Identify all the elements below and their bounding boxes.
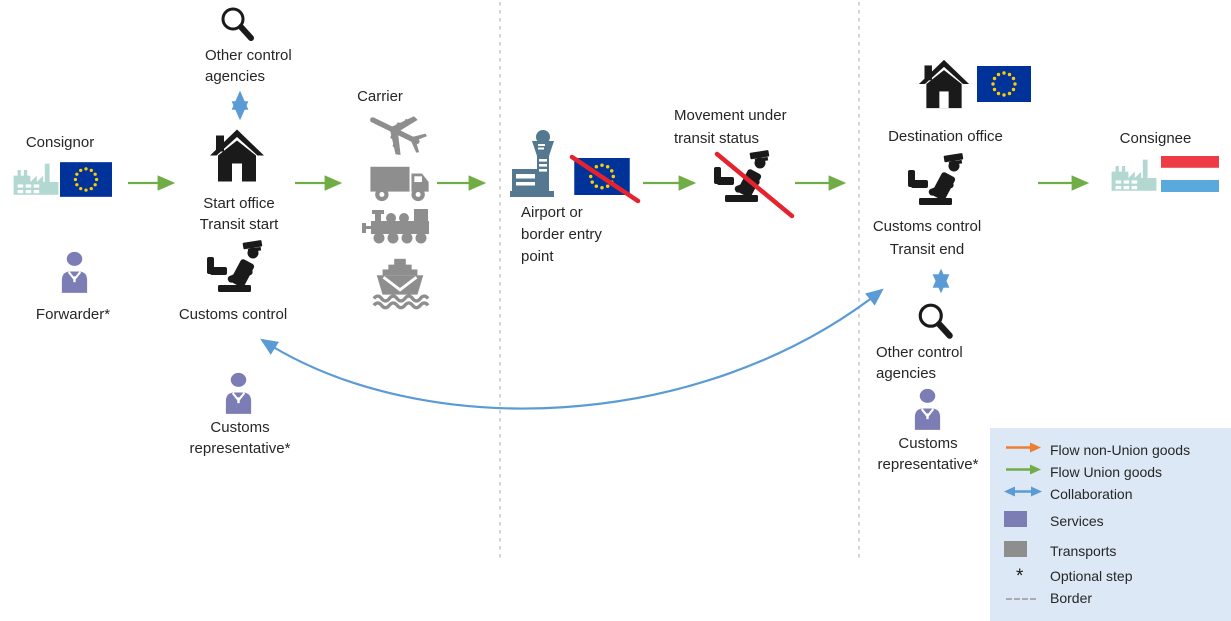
legend-label: Services xyxy=(1050,513,1104,529)
customs-representative-end-label: Customs representative* xyxy=(877,435,979,473)
customs-officer-icon xyxy=(906,153,970,207)
legend-label: Border xyxy=(1050,590,1093,606)
legend-label: Optional step xyxy=(1050,568,1133,584)
collaboration-curve-arrow xyxy=(260,288,884,410)
asterisk-symbol: * xyxy=(1016,566,1024,587)
eu-flag-icon xyxy=(977,66,1031,102)
consignor-factory-icon xyxy=(12,158,60,198)
forwarder-label: Forwarder* xyxy=(35,306,111,323)
legend-label: Collaboration xyxy=(1050,486,1133,502)
destination-office-label: Destination office xyxy=(888,128,1003,145)
movement-label: Movement under transit status xyxy=(674,107,787,147)
legend-label: Transports xyxy=(1050,543,1117,559)
customs-representative-person-icon xyxy=(222,371,255,414)
magnifier-icon xyxy=(218,5,258,45)
start-office-line2: Transit start xyxy=(199,216,279,233)
consignee-label: Consignee xyxy=(1119,130,1192,147)
customs-representative-person-icon xyxy=(911,387,944,430)
luxembourg-flag-icon xyxy=(1161,156,1219,192)
collaboration-arrow-icon xyxy=(1004,486,1042,497)
control-tower-icon xyxy=(508,128,566,204)
airport-label: Airport or border entry point xyxy=(521,204,602,265)
eu-flag-crossed-icon xyxy=(574,158,630,195)
start-office-line1: Start office xyxy=(203,195,275,212)
legend-label: Flow Union goods xyxy=(1050,464,1163,480)
customs-control-start-label: Customs control xyxy=(178,306,288,323)
magnifier-icon xyxy=(915,301,957,343)
customs-officer-icon xyxy=(205,240,269,294)
customs-control-end-label: Customs control Transit end xyxy=(861,215,993,261)
eu-flag-icon xyxy=(60,162,112,197)
customs-control-end-line1: Customs control xyxy=(872,218,982,235)
legend: Flow non-Union goods Flow Union goods Co… xyxy=(990,428,1231,621)
transports-swatch xyxy=(1004,541,1027,557)
ship-icon xyxy=(369,255,431,313)
flow-non-union-arrow-icon xyxy=(1006,442,1041,453)
forwarder-person-icon xyxy=(58,250,91,293)
other-control-agencies-start-label: Other control agencies xyxy=(205,47,292,85)
consignor-label: Consignor xyxy=(25,134,95,151)
customs-control-end-line2: Transit end xyxy=(889,241,965,258)
start-office-label: Start office Transit start xyxy=(180,193,298,235)
other-control-agencies-end-label: Other control agencies xyxy=(876,344,963,382)
home-icon xyxy=(209,127,265,184)
train-icon xyxy=(361,207,437,249)
services-swatch xyxy=(1004,511,1027,527)
airplane-icon xyxy=(355,105,437,157)
truck-icon xyxy=(367,162,433,204)
carrier-label: Carrier xyxy=(357,88,403,105)
flow-union-arrow-icon xyxy=(1006,464,1041,475)
legend-label: Flow non-Union goods xyxy=(1050,442,1191,458)
customs-representative-start-label: Customs representative* xyxy=(189,419,291,457)
home-icon xyxy=(918,58,970,110)
border-dash-symbol xyxy=(1006,598,1036,600)
customs-officer-crossed-icon xyxy=(712,150,776,204)
consignee-factory-icon xyxy=(1110,154,1158,194)
